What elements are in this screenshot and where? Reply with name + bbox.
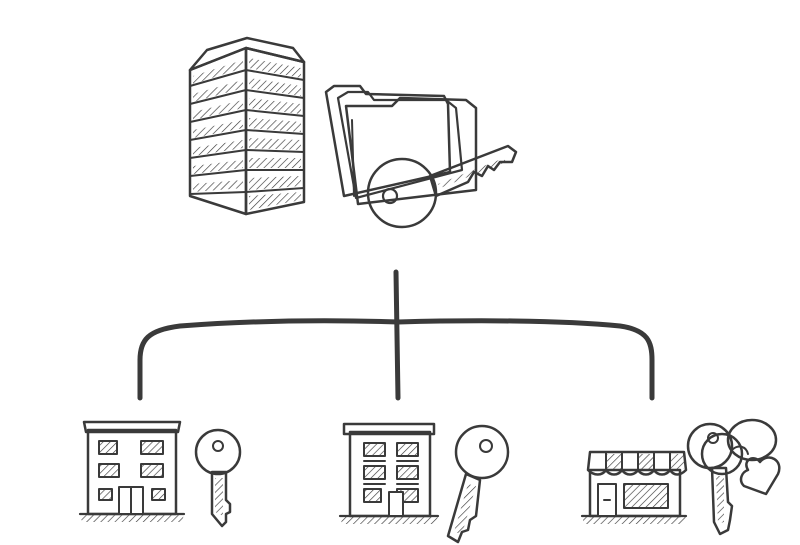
keyring-icon — [686, 418, 781, 536]
folder-icon — [324, 84, 478, 206]
office-tower-icon — [188, 36, 306, 216]
child-shop — [580, 418, 781, 536]
key-icon — [446, 424, 510, 544]
key-icon — [194, 428, 242, 528]
hierarchy-connector — [137, 269, 655, 401]
root-node — [188, 36, 518, 229]
storefront-icon — [580, 450, 688, 524]
child-office — [338, 422, 510, 544]
office-building-icon — [338, 422, 440, 524]
master-key-icon — [366, 144, 518, 229]
apartment-building-icon — [78, 420, 186, 522]
child-apartment — [78, 420, 242, 528]
